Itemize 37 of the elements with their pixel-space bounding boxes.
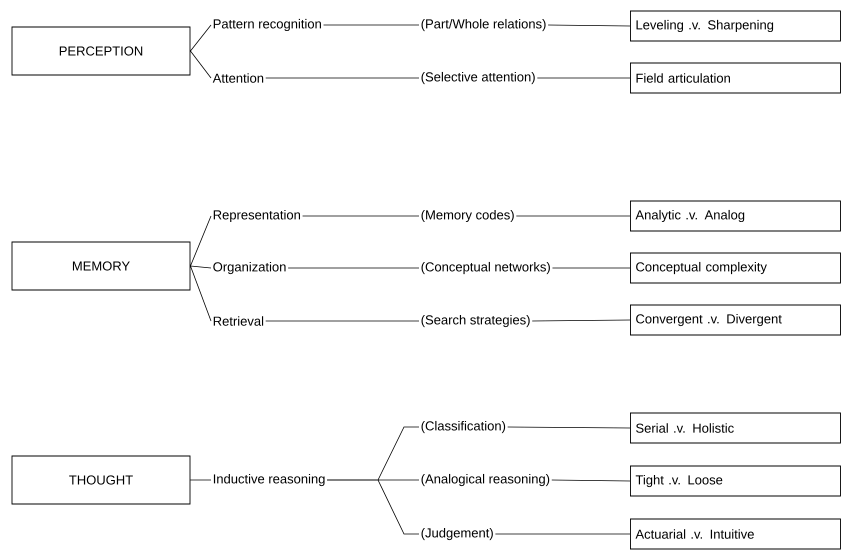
style-box: Leveling .v. Sharpening (630, 10, 841, 42)
process-label: (Part/Whole relations) (422, 18, 546, 32)
connector-line (190, 50, 212, 78)
process-label: (Selective attention) (422, 72, 535, 84)
process-label: Representation (214, 210, 300, 222)
style-box: Serial .v. Holistic (630, 412, 841, 444)
process-label: Pattern recognition (214, 18, 321, 32)
connector-line (190, 24, 212, 52)
connector-line (190, 266, 212, 268)
connector-line (190, 266, 212, 322)
process-label: Inductive reasoning (214, 474, 325, 486)
category-box: MEMORY (12, 242, 190, 290)
process-label: (Memory codes) (422, 210, 514, 222)
process-label: Retrieval (214, 316, 264, 326)
process-label: (Conceptual networks) (422, 262, 550, 274)
connector-line (532, 320, 630, 322)
process-label: Attention (212, 73, 264, 83)
connector-line (265, 320, 420, 322)
category-box: THOUGHT (12, 456, 190, 504)
connector-line (190, 216, 212, 266)
process-label: (Analogical reasoning) (422, 474, 550, 486)
style-box: Conceptual complexity (630, 252, 841, 284)
connector-line (548, 24, 630, 26)
style-box: Field articulation (630, 62, 841, 94)
process-label: (Search strategies) (422, 314, 530, 328)
connector-line (326, 480, 420, 534)
process-label: Organization (213, 262, 286, 274)
style-box: Convergent .v. Divergent (630, 304, 841, 336)
connector-line (507, 426, 630, 428)
style-box: Actuarial .v. Intuitive (630, 518, 841, 550)
style-box: Analytic .v. Analog (630, 200, 841, 232)
style-box: Tight .v. Loose (630, 466, 841, 496)
process-label: (Judgement) (422, 528, 493, 540)
connector-line (551, 480, 630, 482)
process-label: (Classification) (422, 420, 506, 434)
connector-line (323, 24, 420, 26)
category-box: PERCEPTION (12, 26, 190, 76)
